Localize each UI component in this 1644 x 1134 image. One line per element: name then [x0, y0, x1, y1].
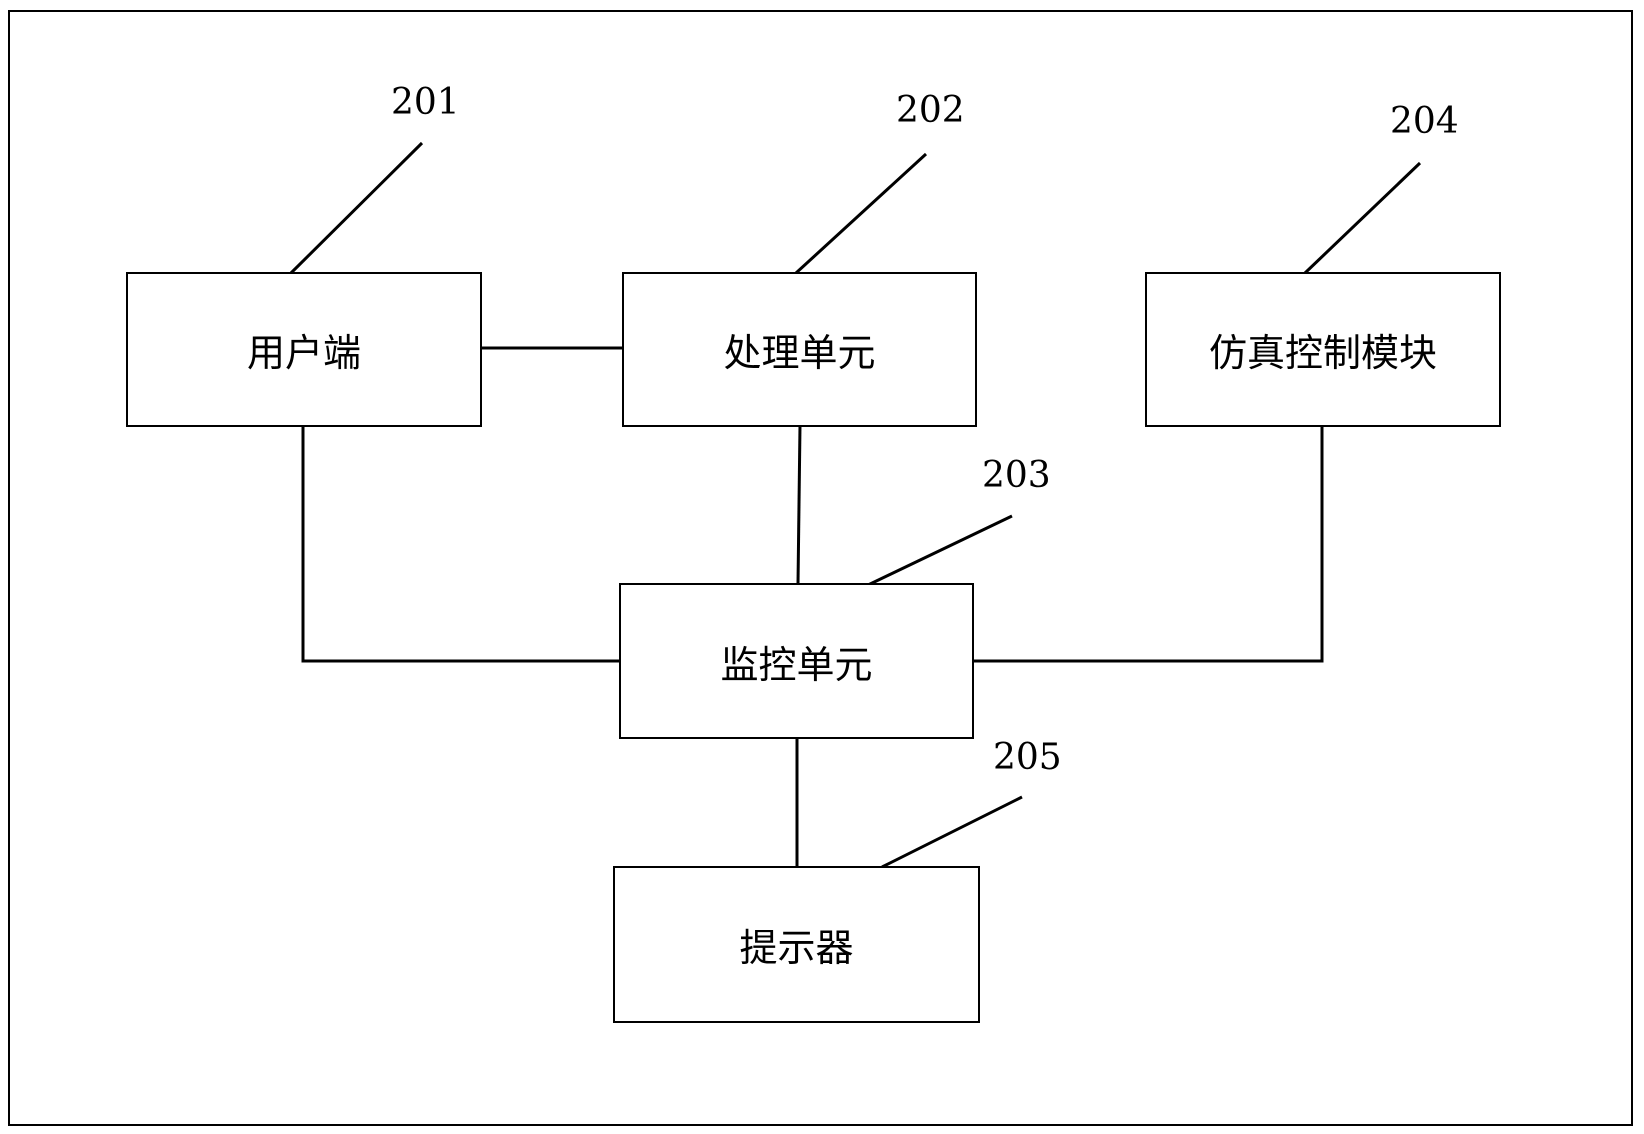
ref-201: 201 [391, 82, 460, 123]
block-simulation-control-module: 仿真控制模块 [1145, 272, 1501, 427]
block-label: 提示器 [739, 926, 854, 970]
block-processing-unit: 处理单元 [622, 272, 977, 427]
leader-203 [867, 514, 1013, 587]
block-label: 用户端 [246, 331, 361, 375]
block-user-terminal: 用户端 [126, 272, 482, 427]
block-label: 仿真控制模块 [1208, 331, 1437, 375]
leader-205 [881, 795, 1023, 869]
link-processing-monitoring [796, 424, 802, 585]
diagram-frame [8, 10, 1633, 1126]
block-monitoring-unit: 监控单元 [619, 583, 974, 739]
ref-204: 204 [1390, 101, 1459, 142]
link-user-monitoring [301, 425, 620, 663]
ref-205: 205 [993, 737, 1062, 778]
ref-203: 203 [982, 455, 1051, 496]
leader-201 [289, 141, 424, 275]
block-label: 处理单元 [723, 331, 876, 375]
block-label: 监控单元 [720, 642, 873, 687]
block-prompter: 提示器 [613, 866, 980, 1023]
leader-202 [794, 152, 928, 275]
ref-202: 202 [896, 90, 965, 131]
link-simcontrol-monitoring [972, 425, 1324, 663]
leader-204 [1303, 161, 1422, 275]
